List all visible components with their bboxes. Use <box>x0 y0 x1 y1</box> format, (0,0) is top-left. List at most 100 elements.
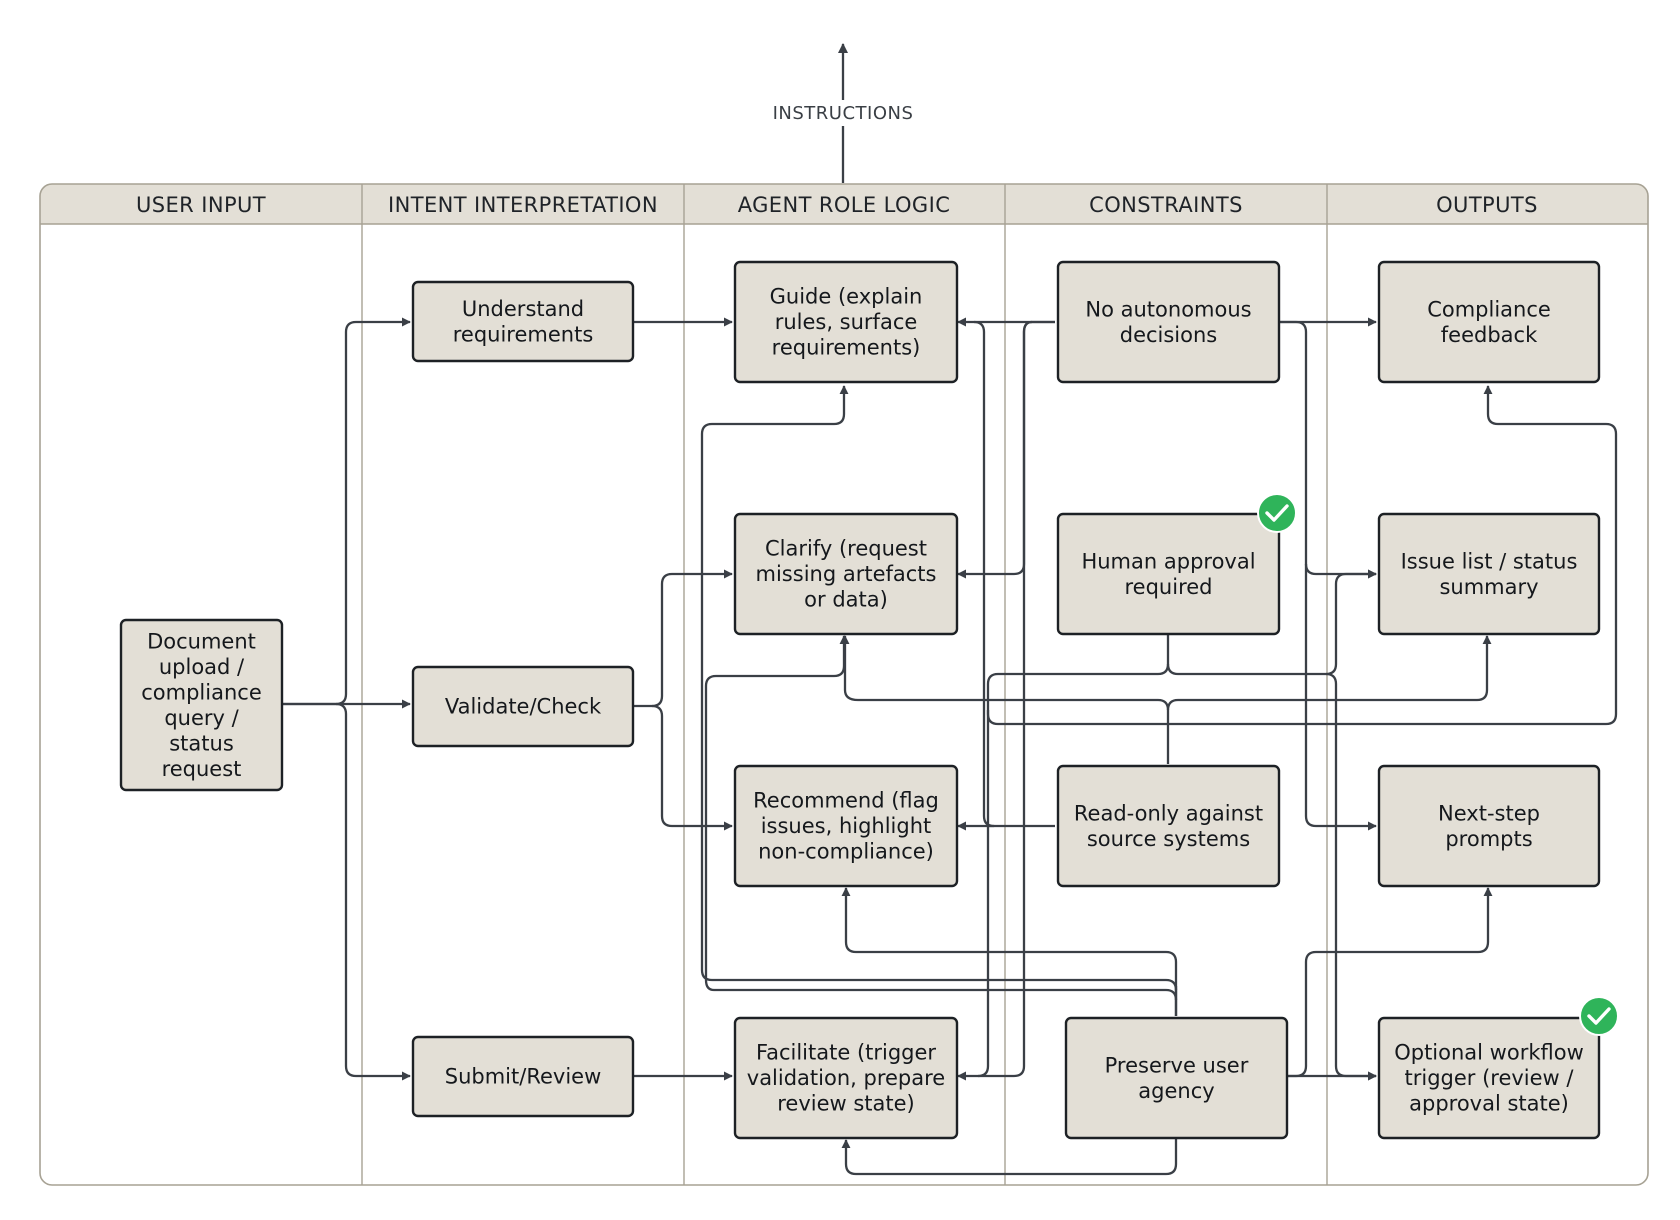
node-label-line: status <box>169 731 234 755</box>
lane-title-user-input: USER INPUT <box>136 193 266 217</box>
node-label-line: approval state) <box>1409 1092 1569 1116</box>
node-box <box>1056 260 1281 384</box>
connector-human-bus <box>977 634 1170 1078</box>
lane-title-agent-role-logic: AGENT ROLE LOGIC <box>738 193 951 217</box>
node-label-line: required <box>1125 575 1213 599</box>
node-label-line: request <box>162 757 242 781</box>
node-label-line: Issue list / status <box>1401 549 1578 573</box>
connector-readonly-issue <box>1166 635 1492 711</box>
node-label-line: Facilitate (trigger <box>756 1041 936 1065</box>
node-label-line: summary <box>1439 575 1538 599</box>
node-box <box>733 260 959 384</box>
node-box <box>1377 260 1601 384</box>
connector-human-issue <box>1325 569 1377 676</box>
node-submit: Submit/Review <box>411 1035 635 1118</box>
node-label-line: missing artefacts <box>756 562 937 586</box>
connector-readonly-feedback <box>986 386 1618 726</box>
node-label-line: requirements <box>453 322 594 346</box>
node-box <box>733 1016 959 1140</box>
node-box <box>1056 512 1281 636</box>
node-box <box>411 280 635 363</box>
node-label-line: Guide (explain <box>770 285 923 309</box>
node-label-line: upload / <box>159 655 245 679</box>
node-label-line: issues, highlight <box>761 814 932 838</box>
check-badge-human-approval <box>1257 493 1297 533</box>
node-label-line: compliance <box>141 680 262 704</box>
node-label-line: Human approval <box>1081 549 1255 573</box>
node-box <box>1377 512 1601 636</box>
node-label-line: feedback <box>1441 323 1538 347</box>
lane-title-constraints: CONSTRAINTS <box>1089 193 1243 217</box>
connector-input-understand <box>282 317 411 706</box>
connector-readonly-guide <box>973 320 996 828</box>
check-badge-optional-workflow <box>1579 996 1619 1036</box>
node-box <box>1064 1016 1289 1140</box>
node-label-line: Preserve user <box>1105 1053 1249 1077</box>
node-label-line: decisions <box>1120 323 1218 347</box>
connector-noauto-issue <box>1277 320 1377 579</box>
node-box <box>1056 764 1281 888</box>
node-label-line: requirements) <box>772 336 921 360</box>
lane-title-intent-interpretation: INTENT INTERPRETATION <box>388 193 658 217</box>
node-label-line: Document <box>147 629 256 653</box>
node-box <box>1377 1016 1601 1140</box>
node-label-line: Submit/Review <box>445 1065 602 1089</box>
connector-preserve-next <box>1286 887 1493 1078</box>
connector-noauto-facilitate <box>957 320 1033 1081</box>
node-label-line: agency <box>1138 1079 1214 1103</box>
connector-validate-recommend <box>651 704 733 831</box>
node-validate: Validate/Check <box>411 665 635 748</box>
connector-preserve-facilitate <box>841 1139 1178 1176</box>
node-box <box>733 764 959 888</box>
connectors <box>282 317 1618 1176</box>
connector-human-workflow <box>1166 663 1377 1081</box>
node-label-line: or data) <box>804 588 888 612</box>
node-label-line: trigger (review / <box>1405 1066 1575 1090</box>
swimlane-frame <box>39 183 1649 1186</box>
connector-validate-clarify <box>633 569 733 708</box>
node-label-line: query / <box>164 706 239 730</box>
node-label-line: Validate/Check <box>445 695 602 719</box>
node-label-line: validation, prepare <box>747 1066 945 1090</box>
node-box <box>411 1035 635 1118</box>
node-label-line: source systems <box>1087 827 1250 851</box>
connector-noauto-next <box>1304 564 1377 831</box>
connector-input-submit <box>335 702 411 1081</box>
connector-preserve-recommend <box>841 887 1178 1016</box>
node-label-line: Optional workflow <box>1394 1041 1584 1065</box>
node-label-line: No autonomous <box>1085 297 1251 321</box>
node-label-line: Clarify (request <box>765 537 927 561</box>
node-box <box>1377 764 1601 888</box>
node-box <box>411 665 635 748</box>
node-label-line: Next-step <box>1438 801 1540 825</box>
node-box <box>119 618 284 792</box>
lane-title-outputs: OUTPUTS <box>1436 193 1538 217</box>
node-label-line: prompts <box>1445 827 1532 851</box>
node-label-line: Read-only against <box>1074 801 1263 825</box>
node-label-line: rules, surface <box>775 310 918 334</box>
instructions-label: INSTRUCTIONS <box>773 103 914 124</box>
node-label-line: non-compliance) <box>758 840 934 864</box>
node-label-line: Recommend (flag <box>753 789 939 813</box>
node-box <box>733 512 959 636</box>
node-label-line: Compliance <box>1427 297 1551 321</box>
node-label-line: review state) <box>777 1092 915 1116</box>
connector-readonly-bus <box>840 635 1170 764</box>
connector-preserve-guide <box>700 385 1178 1016</box>
